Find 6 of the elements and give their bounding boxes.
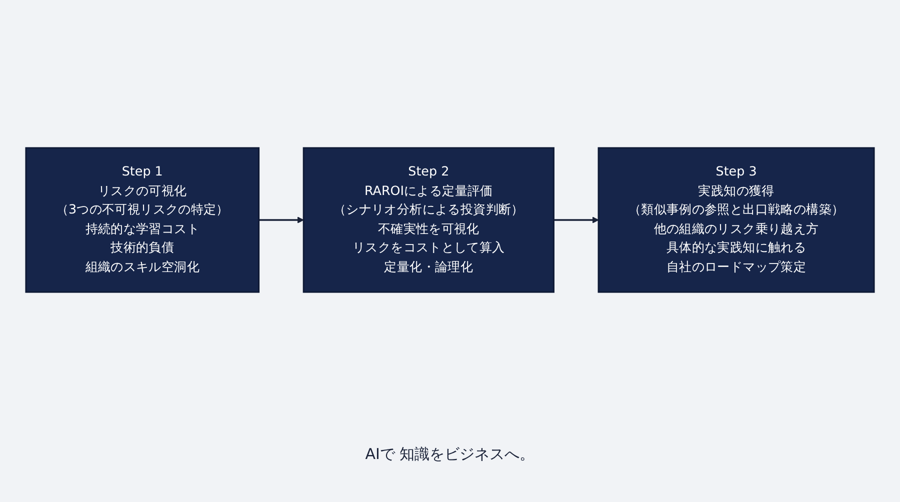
- node-box: Step 2 RAROIによる定量評価 （シナリオ分析による投資判断） 不確実性を可視化 リスクをコストとして算入 定量化・論理化: [302, 147, 554, 293]
- node-box: Step 1 リスクの可視化 （3つの不可視リスクの特定） 持続的な学習コスト 技術的負債 組織のスキル空洞化: [25, 147, 260, 293]
- node-box: Step 3 実践知の獲得 （類似事例の参照と出口戦略の構築） 他の組織のリスク乗り越え方 具体的な実践知に触れる 自社のロードマップ策定: [598, 147, 875, 293]
- caption: AIで 知識をビジネスへ。: [365, 445, 535, 464]
- arrow: [554, 216, 599, 224]
- arrow: [258, 216, 304, 224]
